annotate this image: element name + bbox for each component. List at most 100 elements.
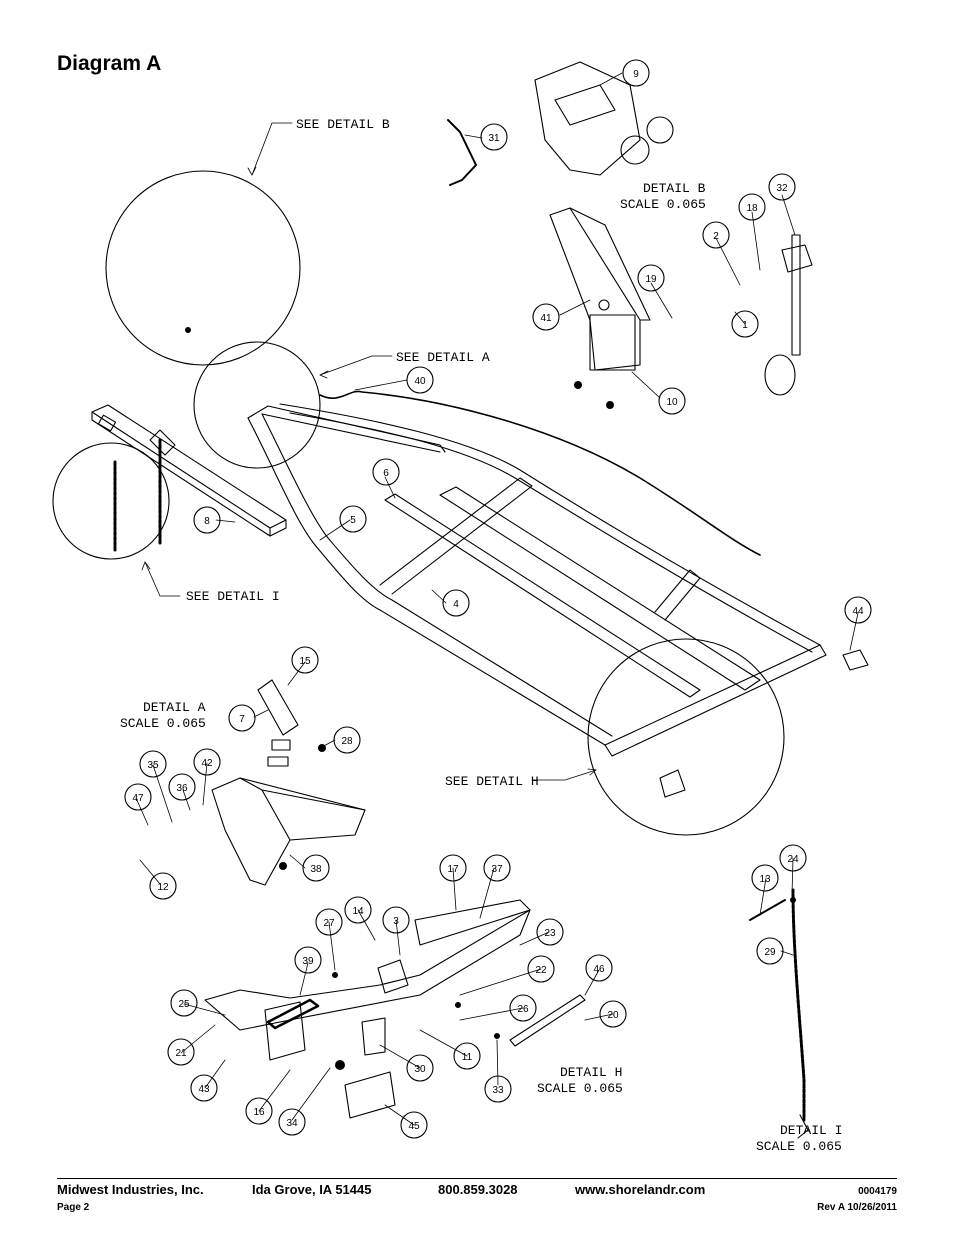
- svg-text:43: 43: [198, 1084, 210, 1095]
- footer-doc-number: 0004179: [858, 1186, 897, 1197]
- part-balloon: 21: [167, 1038, 195, 1066]
- detail-i-chain: [113, 438, 809, 1139]
- part-balloon: 24: [779, 844, 807, 872]
- svg-text:22: 22: [535, 965, 547, 976]
- part-balloon: 40: [406, 366, 434, 394]
- winch-part-9: [534, 61, 674, 176]
- part-balloon: 5: [339, 505, 367, 533]
- part-balloon: 26: [509, 994, 537, 1022]
- svg-text:8: 8: [204, 516, 210, 527]
- main-frame: [247, 390, 827, 757]
- svg-text:20: 20: [607, 1010, 619, 1021]
- page-title: Diagram A: [57, 52, 162, 75]
- footer-website[interactable]: www.shorelandr.com: [575, 1182, 706, 1197]
- svg-text:30: 30: [414, 1064, 426, 1075]
- detail-h-scale: SCALE 0.065: [537, 1081, 623, 1096]
- svg-text:4: 4: [453, 599, 459, 610]
- svg-text:31: 31: [488, 133, 500, 144]
- part-balloon: 33: [484, 1075, 512, 1103]
- part-balloon: 9: [622, 59, 650, 87]
- callout-see-detail-b: SEE DETAIL B: [296, 117, 390, 132]
- svg-text:36: 36: [176, 783, 188, 794]
- part-balloon: 19: [637, 264, 665, 292]
- svg-text:28: 28: [341, 736, 353, 747]
- svg-text:6: 6: [383, 468, 389, 479]
- winch-handle-31: [447, 119, 477, 186]
- part-balloon: 11: [453, 1042, 481, 1070]
- part-balloon: 31: [480, 123, 508, 151]
- svg-text:16: 16: [253, 1107, 265, 1118]
- detail-h-circle: [587, 638, 785, 836]
- svg-text:19: 19: [645, 274, 657, 285]
- part-balloon: 37: [483, 854, 511, 882]
- detail-h-title: DETAIL H: [560, 1065, 622, 1080]
- part-balloon: 43: [190, 1074, 218, 1102]
- detail-i-scale: SCALE 0.065: [756, 1139, 842, 1154]
- winch-post-assembly: [549, 207, 651, 371]
- svg-text:44: 44: [852, 606, 864, 617]
- part-balloon: 20: [599, 1000, 627, 1028]
- part-balloon: 47: [124, 783, 152, 811]
- part-balloon: 12: [149, 872, 177, 900]
- part-balloon: 29: [756, 937, 784, 965]
- callout-see-detail-h: SEE DETAIL H: [445, 774, 539, 789]
- part-balloon: 28: [333, 726, 361, 754]
- svg-text:9: 9: [633, 69, 639, 80]
- svg-text:3: 3: [393, 916, 399, 927]
- part-balloon: 27: [315, 908, 343, 936]
- svg-text:29: 29: [764, 947, 776, 958]
- part-balloon: 45: [400, 1111, 428, 1139]
- jack-32: [764, 234, 813, 396]
- svg-text:47: 47: [132, 793, 144, 804]
- callout-text: SEE DETAIL B SEE DETAIL A SEE DETAIL I S…: [186, 117, 539, 789]
- svg-text:26: 26: [517, 1004, 529, 1015]
- part-balloon: 38: [302, 854, 330, 882]
- part-balloon: 6: [372, 458, 400, 486]
- svg-text:45: 45: [408, 1121, 420, 1132]
- part-balloon: 8: [193, 506, 221, 534]
- detail-h-assembly: [204, 899, 586, 1119]
- part-balloon: 17: [439, 854, 467, 882]
- svg-text:14: 14: [352, 906, 364, 917]
- part-balloon: 10: [658, 387, 686, 415]
- detail-b-circle: [105, 170, 301, 366]
- footer-page-number: Page 2: [57, 1202, 90, 1213]
- svg-text:35: 35: [147, 760, 159, 771]
- callout-see-detail-i: SEE DETAIL I: [186, 589, 280, 604]
- part-balloon: 7: [228, 704, 256, 732]
- detail-a-title: DETAIL A: [143, 700, 206, 715]
- part-balloon: 22: [527, 955, 555, 983]
- part-balloon: 36: [168, 773, 196, 801]
- detail-a-scale: SCALE 0.065: [120, 716, 206, 731]
- footer-city: Ida Grove, IA 51445: [252, 1182, 372, 1197]
- part-balloon: 13: [751, 864, 779, 892]
- detail-i-circle: [52, 442, 170, 560]
- svg-text:40: 40: [414, 376, 426, 387]
- svg-text:42: 42: [201, 758, 213, 769]
- part-balloon: 2: [702, 221, 730, 249]
- part-balloon: 15: [291, 646, 319, 674]
- svg-text:34: 34: [286, 1118, 298, 1129]
- detail-a-assembly: [211, 679, 366, 886]
- detail-a-circle: [193, 341, 321, 469]
- detail-labels: DETAIL B SCALE 0.065 DETAIL A SCALE 0.06…: [120, 181, 842, 1154]
- part-balloon: 42: [193, 748, 221, 776]
- svg-text:21: 21: [175, 1048, 187, 1059]
- block-h: [659, 769, 686, 798]
- svg-text:32: 32: [776, 183, 788, 194]
- svg-text:46: 46: [593, 964, 605, 975]
- tongue-assembly: [91, 404, 287, 537]
- svg-text:24: 24: [787, 854, 799, 865]
- svg-text:37: 37: [491, 864, 503, 875]
- footer-revision: Rev A 10/26/2011: [817, 1202, 897, 1213]
- part-balloon: 16: [245, 1097, 273, 1125]
- part-balloon: 32: [768, 173, 796, 201]
- part-balloon: 30: [406, 1054, 434, 1082]
- footer-company: Midwest Industries, Inc.: [57, 1182, 204, 1197]
- detail-i-title: DETAIL I: [780, 1123, 842, 1138]
- callout-leaders: [135, 72, 859, 1126]
- part-balloon: 39: [294, 946, 322, 974]
- part-balloon: 3: [382, 906, 410, 934]
- part-balloon: 23: [536, 918, 564, 946]
